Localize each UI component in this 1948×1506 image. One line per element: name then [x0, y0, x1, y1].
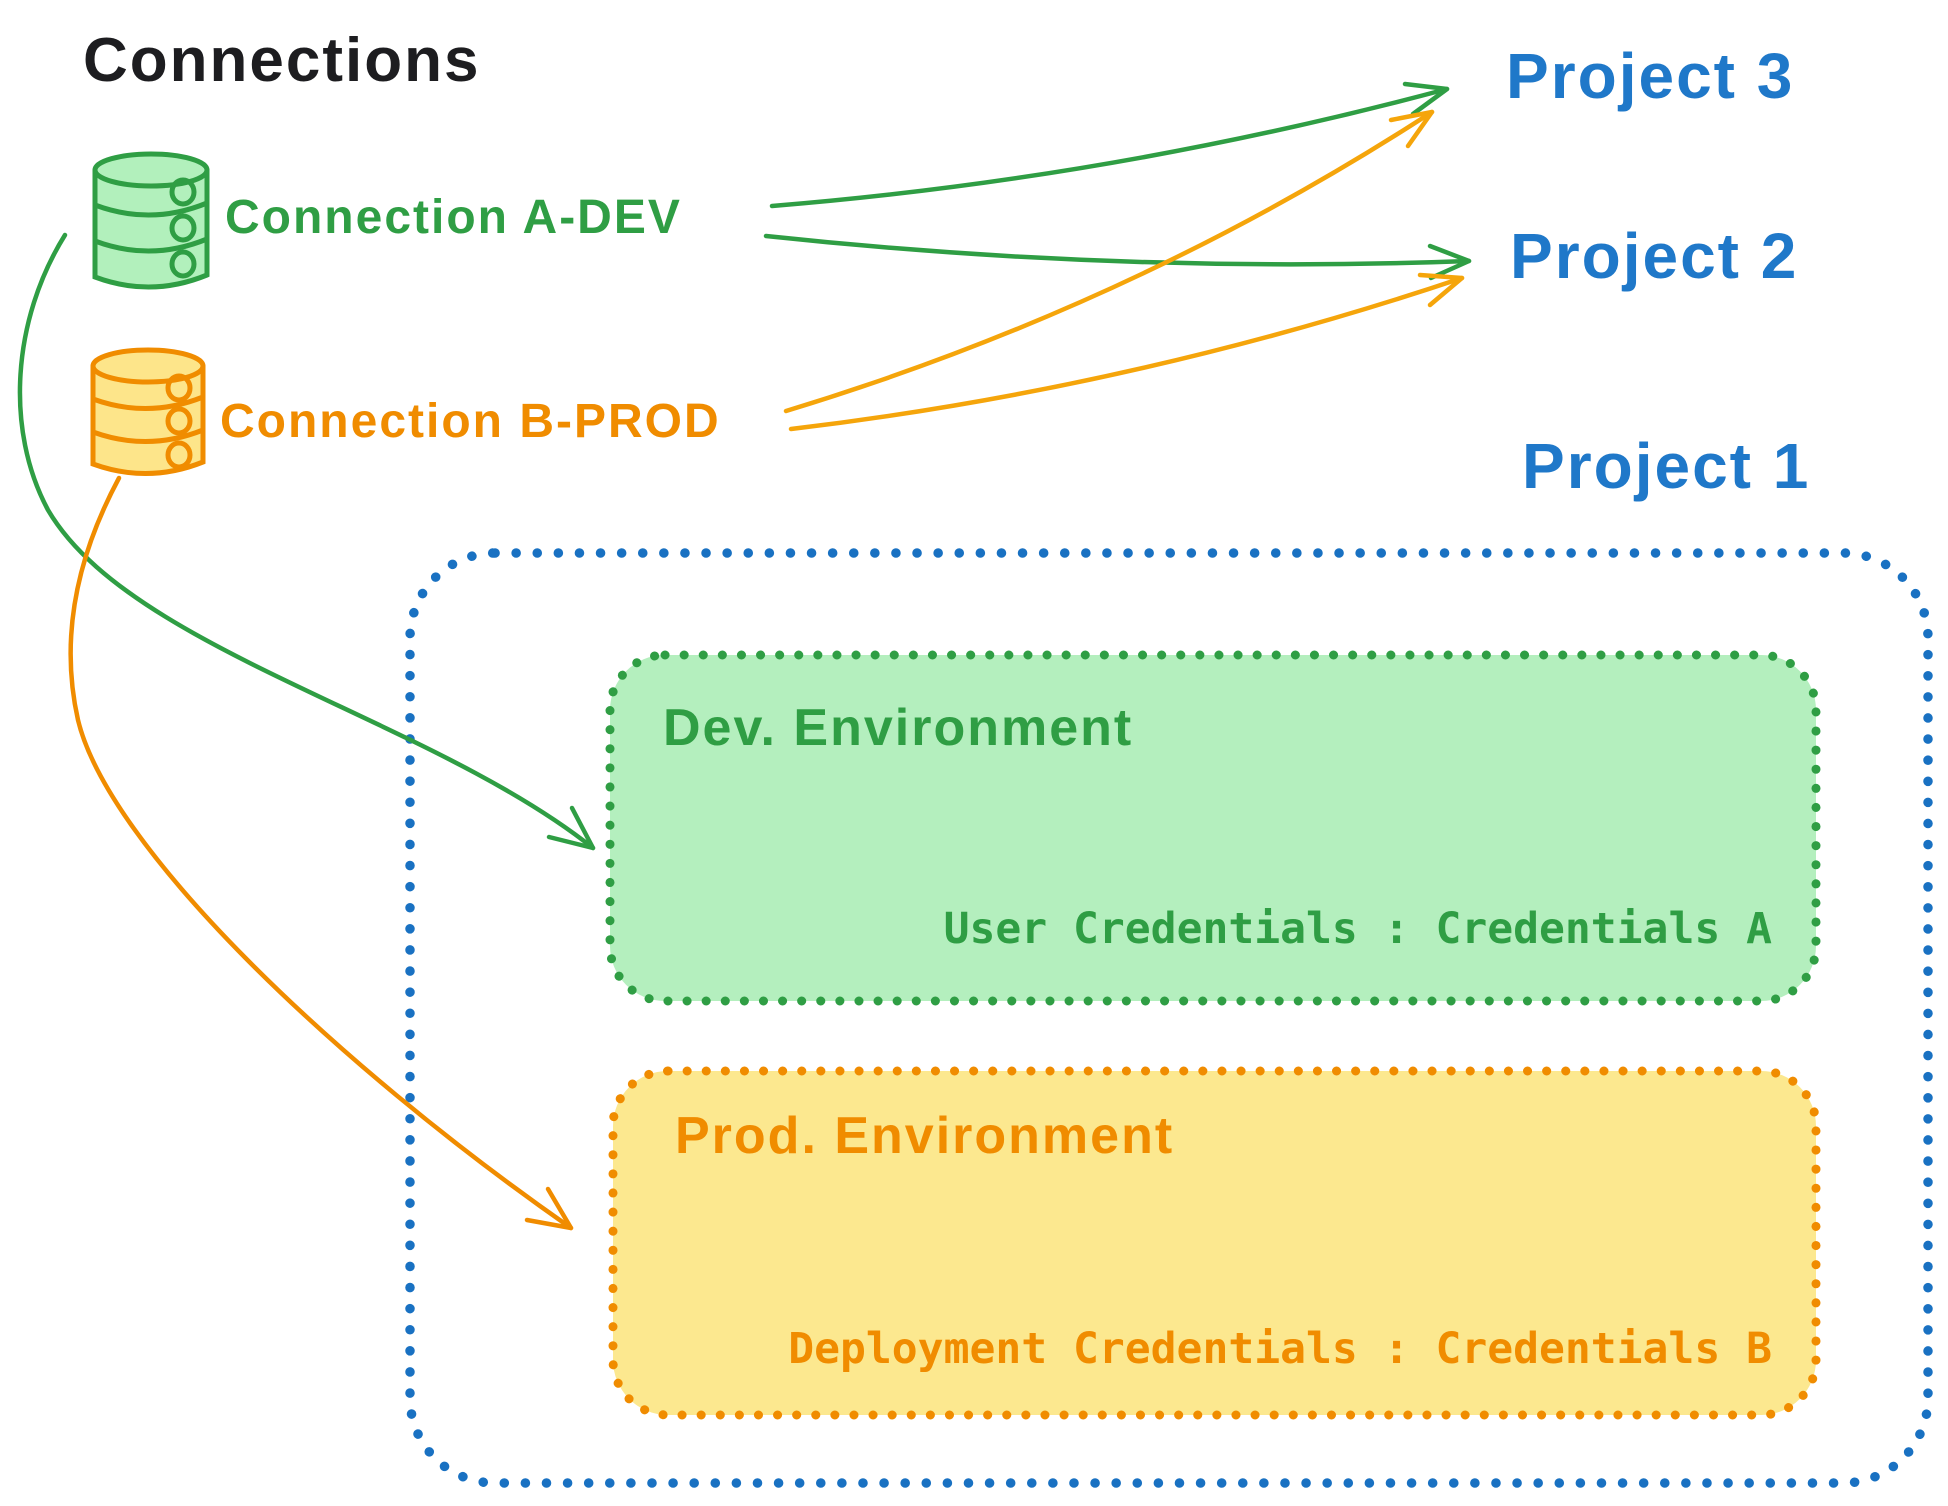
prod-credentials-label: Deployment Credentials : Credentials B	[788, 1324, 1772, 1374]
arrow-a-dev-to-dev-environment	[17, 232, 596, 851]
arrowhead-b-prod-prod-environment	[524, 1186, 574, 1231]
arrow-b-prod-to-project3	[783, 109, 1435, 414]
project-1-label: Project 1	[1522, 430, 1811, 502]
arrow-b-prod-to-project2	[788, 275, 1465, 432]
dev-credentials-label: User Credentials : Credentials A	[943, 904, 1772, 954]
database-icon-a-dev	[92, 151, 210, 290]
connection-a-dev-label: Connection A-DEV	[225, 191, 682, 244]
arrow-a-dev-to-project3	[769, 86, 1450, 209]
arrowhead-b-prod-project3	[1388, 109, 1435, 149]
project-2-label: Project 2	[1510, 220, 1799, 292]
database-icon-b-prod	[90, 347, 206, 477]
project-3-label: Project 3	[1506, 40, 1795, 112]
project1-container-box	[405, 548, 1933, 1488]
arrowhead-a-dev-project2	[1427, 243, 1472, 281]
connection-b-prod-label: Connection B-PROD	[220, 395, 721, 448]
dev-environment-title: Dev. Environment	[663, 699, 1134, 757]
prod-environment-box	[608, 1066, 1821, 1420]
arrow-a-dev-to-project2	[763, 233, 1472, 267]
prod-environment-title: Prod. Environment	[675, 1107, 1175, 1165]
diagram-title: Connections	[83, 26, 481, 95]
arrowhead-b-prod-project2	[1417, 272, 1465, 308]
arrow-b-prod-to-prod-environment	[68, 475, 574, 1231]
arrowhead-a-dev-dev-environment	[546, 805, 596, 851]
arrowhead-a-dev-project3	[1402, 81, 1450, 117]
dev-environment-box	[605, 650, 1821, 1006]
